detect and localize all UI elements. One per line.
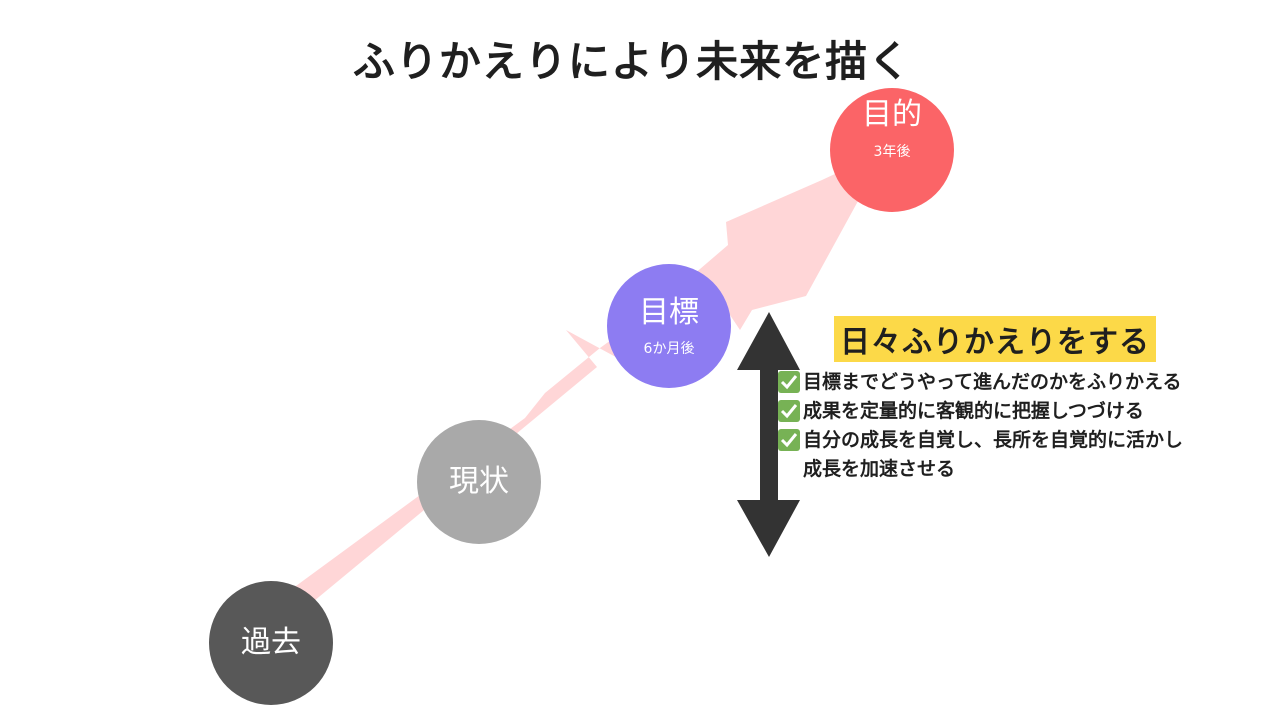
checklist-item: 自分の成長を自覚し、長所を自覚的に活かし 成長を加速させる [778, 426, 1258, 484]
stage-now: 現状 [417, 420, 541, 544]
check-mark-icon [778, 429, 800, 451]
double-arrow-icon [737, 312, 800, 557]
checklist-item: 成果を定量的に客観的に把握しつづける [778, 397, 1258, 426]
stage-target: 目標 6か月後 [607, 264, 731, 388]
check-mark-icon [778, 400, 800, 422]
checklist-item-text: 成果を定量的に客観的に把握しつづける [803, 400, 1144, 422]
checklist-item: 目標までどうやって進んだのかをふりかえる [778, 368, 1258, 397]
checklist-item-text: 自分の成長を自覚し、長所を自覚的に活かし 成長を加速させる [803, 429, 1184, 480]
check-mark-icon [778, 371, 800, 393]
stage-goal-label: 目的 [862, 97, 922, 132]
checklist-item-text: 目標までどうやって進んだのかをふりかえる [803, 371, 1182, 393]
stage-goal-timeframe: 3年後 [873, 143, 911, 160]
stage-past-label: 過去 [241, 624, 301, 660]
daily-heading: 日々ふりかえりをする [834, 316, 1156, 362]
stage-goal: 目的 3年後 [830, 88, 954, 212]
stage-past: 過去 [209, 581, 333, 705]
stage-now-label: 現状 [449, 463, 509, 499]
stage-target-label: 目標 [639, 294, 699, 330]
page-title: ふりかえりにより未来を描く [352, 37, 912, 86]
daily-checklist: 目標までどうやって進んだのかをふりかえる 成果を定量的に客観的に把握しつづける … [778, 368, 1258, 484]
stage-target-timeframe: 6か月後 [643, 341, 695, 358]
